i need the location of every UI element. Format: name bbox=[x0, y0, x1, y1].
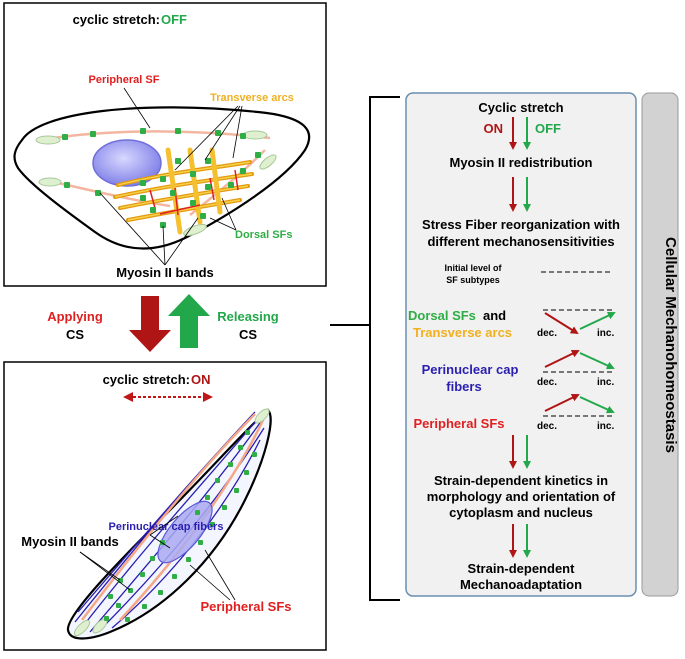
bottom-label-perinuclear: Perinuclear cap fibers bbox=[109, 521, 224, 533]
bottom-perinuclear-leaders bbox=[149, 515, 179, 549]
peripheral-trend bbox=[543, 394, 615, 417]
side-label: Cellular Mechanohomeostasis bbox=[662, 237, 679, 453]
top-title-state: OFF bbox=[161, 12, 187, 27]
top-title-prefix: cyclic stretch: bbox=[73, 12, 160, 27]
applying-label: Applying bbox=[47, 309, 103, 324]
bottom-cell-panel: cyclic stretch: ON bbox=[3, 361, 327, 651]
flow-off: OFF bbox=[535, 121, 561, 136]
top-myosin-leaders bbox=[99, 192, 199, 266]
top-transverse-leaders bbox=[174, 105, 243, 171]
top-red-links bbox=[149, 169, 239, 216]
top-label-peripheral: Peripheral SF bbox=[89, 74, 160, 86]
bottom-label-peripheral: Peripheral SFs bbox=[200, 599, 291, 614]
top-label-dorsal: Dorsal SFs bbox=[235, 229, 292, 241]
flow-strain-line1: Strain-dependent kinetics in bbox=[434, 473, 608, 488]
releasing-cs-label: CS bbox=[239, 327, 257, 342]
applying-arrow bbox=[129, 296, 171, 352]
bottom-focal-adhesions bbox=[73, 408, 270, 637]
applying-cs-label: CS bbox=[66, 327, 84, 342]
flow-perinuclear-line2: fibers bbox=[446, 379, 481, 394]
transition-arrows: Applying CS Releasing CS bbox=[47, 294, 279, 352]
bottom-myosin-leaders bbox=[79, 551, 131, 591]
top-myosin-bands bbox=[62, 128, 261, 228]
bottom-title-state: ON bbox=[191, 372, 211, 387]
bottom-nucleus bbox=[157, 500, 213, 564]
bottom-title-prefix: cyclic stretch: bbox=[103, 372, 190, 387]
flow-strain-line3: cytoplasm and nucleus bbox=[449, 505, 593, 520]
flow-sf-reorg-line2: different mechanosensitivities bbox=[427, 234, 614, 249]
perinuclear-inc-label: inc. bbox=[597, 377, 614, 388]
bottom-label-myosin: Myosin II bands bbox=[21, 534, 119, 549]
perinuclear-dec-label: dec. bbox=[537, 377, 557, 388]
flow-initial-line1: Initial level of bbox=[444, 263, 502, 273]
flow-panel: Cyclic stretch ON OFF Myosin II redistri… bbox=[405, 92, 637, 597]
bracket bbox=[330, 96, 400, 601]
peripheral-dec-label: dec. bbox=[537, 421, 557, 432]
top-cell-panel: cyclic stretch: OFF bbox=[3, 2, 327, 287]
flow-initial-line2: SF subtypes bbox=[446, 275, 500, 285]
top-label-transverse: Transverse arcs bbox=[210, 92, 294, 104]
releasing-arrow bbox=[168, 294, 210, 348]
flow-myosin-redistribution: Myosin II redistribution bbox=[449, 155, 592, 170]
flow-mechano-line1: Strain-dependent bbox=[468, 561, 576, 576]
top-nucleus bbox=[92, 139, 162, 187]
side-label-panel: Cellular Mechanohomeostasis bbox=[641, 92, 679, 597]
bottom-myosin-bands bbox=[104, 430, 257, 622]
flow-strain-line2: morphology and orientation of bbox=[427, 489, 616, 504]
top-dorsal-leaders bbox=[209, 197, 237, 231]
top-transverse-arcs-highlight bbox=[114, 161, 253, 221]
bottom-peripheral-leaders bbox=[189, 549, 236, 601]
dorsal-inc-label: inc. bbox=[597, 328, 614, 339]
flow-transverse: Transverse arcs bbox=[413, 325, 512, 340]
top-label-myosin: Myosin II bands bbox=[116, 265, 214, 280]
flow-mechano-line2: Mechanoadaptation bbox=[460, 577, 582, 592]
dorsal-transverse-trend bbox=[543, 309, 616, 335]
flow-cyclic-stretch: Cyclic stretch bbox=[478, 100, 563, 115]
top-peripheral-leader bbox=[123, 87, 151, 129]
perinuclear-trend bbox=[543, 350, 615, 373]
flow-on: ON bbox=[484, 121, 504, 136]
flow-and: and bbox=[483, 308, 506, 323]
flow-sf-reorg-line1: Stress Fiber reorganization with bbox=[422, 217, 620, 232]
flow-peripheral: Peripheral SFs bbox=[413, 416, 504, 431]
flow-dorsal: Dorsal SFs bbox=[408, 308, 476, 323]
flow-perinuclear-line1: Perinuclear cap bbox=[422, 362, 519, 377]
peripheral-inc-label: inc. bbox=[597, 421, 614, 432]
dorsal-dec-label: dec. bbox=[537, 328, 557, 339]
releasing-label: Releasing bbox=[217, 309, 278, 324]
top-focal-adhesions bbox=[35, 130, 277, 237]
